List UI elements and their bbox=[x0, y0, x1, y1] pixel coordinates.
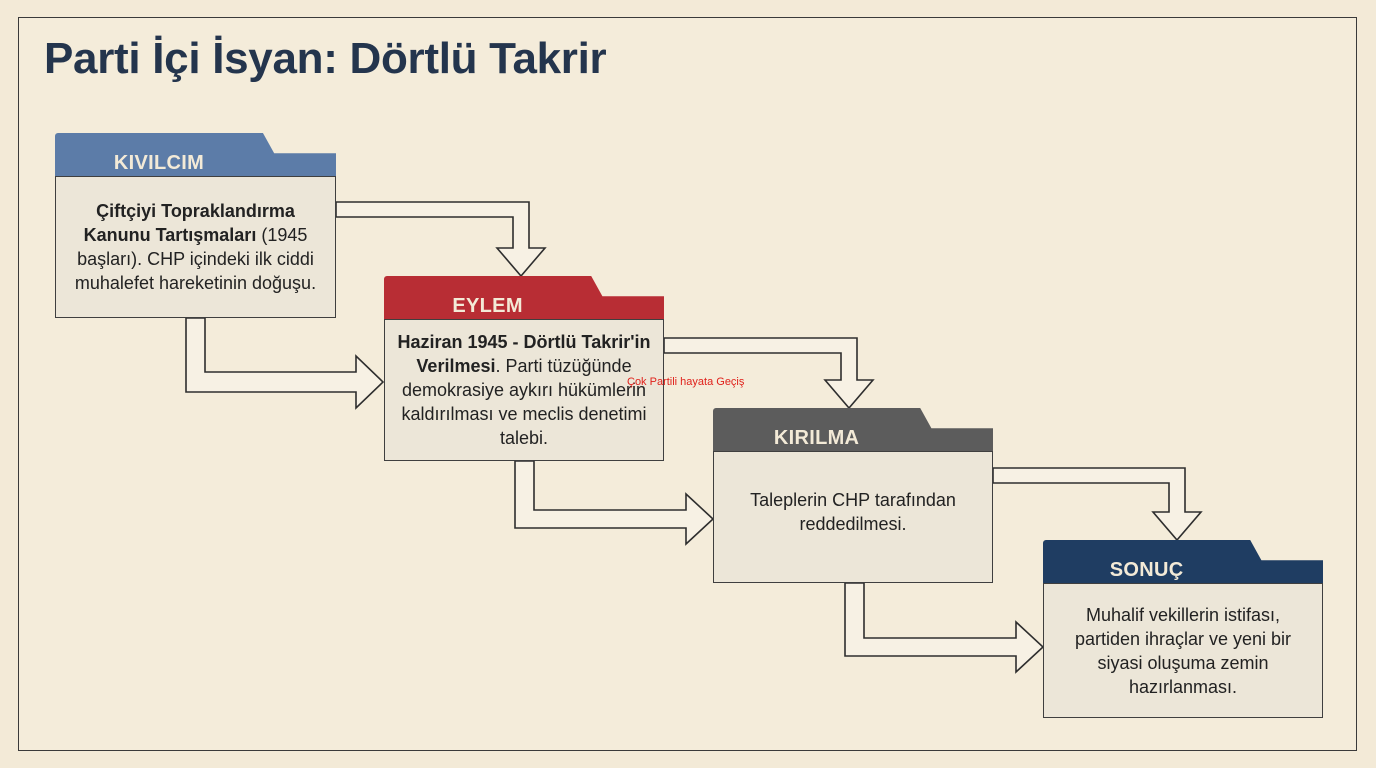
stage-sonuc-text: Muhalif vekillerin istifası, partiden ih… bbox=[1074, 604, 1292, 697]
stage-eylem-text: . Parti tüzüğünde demokrasiye aykırı hük… bbox=[401, 356, 647, 448]
stage-eylem-body: Haziran 1945 - Dörtlü Takrir'in Verilmes… bbox=[384, 319, 664, 461]
stage-kirilma-label: KIRILMA bbox=[773, 427, 860, 449]
stage-sonuc-label: SONUÇ bbox=[1109, 559, 1184, 581]
page-title: Parti İçi İsyan: Dörtlü Takrir bbox=[44, 34, 607, 83]
stage-kirilma-text: Taleplerin CHP tarafından reddedilmesi. bbox=[750, 490, 956, 534]
stage-kivilcim-body: Çiftçiyi Topraklandırma Kanunu Tartışmal… bbox=[55, 176, 336, 318]
arrow-right-1 bbox=[185, 317, 385, 410]
arrow-down-3 bbox=[992, 467, 1203, 542]
arrow-down-1 bbox=[335, 201, 547, 278]
stage-sonuc-body: Muhalif vekillerin istifası, partiden ih… bbox=[1043, 583, 1323, 718]
stage-eylem-bold: Haziran 1945 - Dörtlü Takrir'in Verilmes… bbox=[397, 332, 651, 376]
stage-kivilcim-text: (1945 başları). CHP içindeki ilk ciddi m… bbox=[74, 225, 317, 293]
arrow-right-3 bbox=[844, 582, 1045, 674]
arrow-right-2 bbox=[514, 460, 715, 546]
stage-kirilma-body: Taleplerin CHP tarafından reddedilmesi. bbox=[713, 451, 993, 583]
overlay-caption: Çok Partili hayata Geçiş bbox=[627, 376, 745, 388]
stage-kivilcim-label: KIVILCIM bbox=[113, 152, 205, 174]
stage-kivilcim-bold: Çiftçiyi Topraklandırma Kanunu Tartışmal… bbox=[83, 201, 295, 245]
arrow-down-2 bbox=[663, 337, 875, 410]
stage-eylem-label: EYLEM bbox=[452, 295, 523, 317]
